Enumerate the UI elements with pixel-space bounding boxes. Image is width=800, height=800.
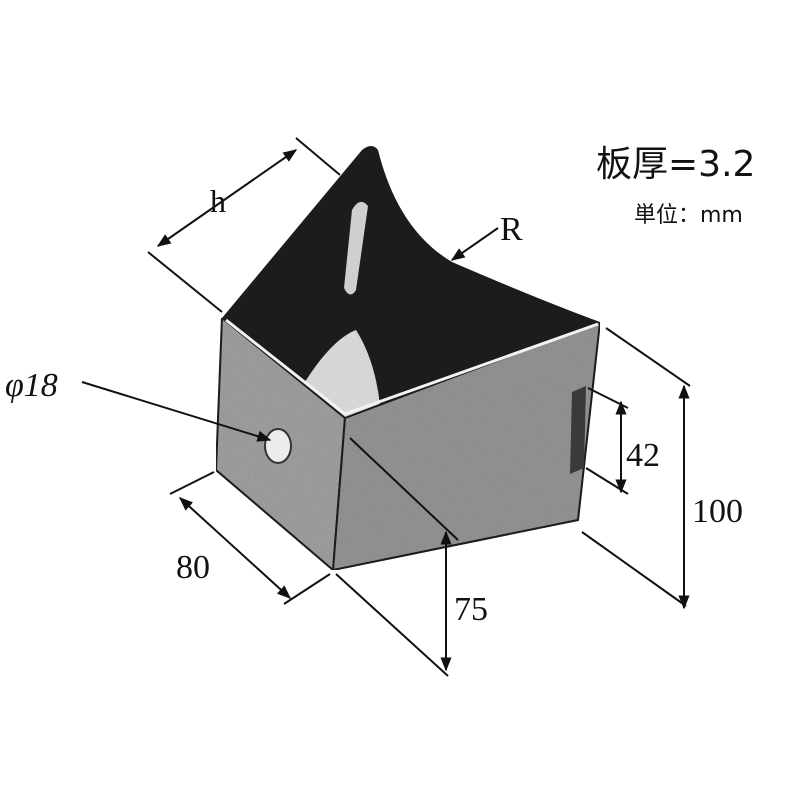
right-slot (570, 386, 586, 474)
label-hole: φ18 (5, 367, 58, 404)
label-h: h (210, 183, 226, 219)
dimension-height: 100 (581, 327, 743, 610)
label-depth: 75 (454, 591, 488, 628)
plate-top-edge (225, 318, 599, 416)
inner-gusset (222, 146, 600, 418)
dimension-slot: 42 (585, 387, 660, 495)
thickness-label: 板厚=3.2 (596, 144, 755, 185)
gusset-slot (344, 201, 368, 295)
dimension-r: R (450, 211, 523, 261)
dimension-depth: 75 (335, 437, 488, 677)
dimension-h: h (147, 137, 341, 313)
bracket-part (214, 146, 602, 573)
hole (264, 428, 292, 464)
unit-label: 単位：mm (634, 203, 743, 228)
label-r: R (500, 211, 523, 248)
label-width: 80 (176, 549, 210, 586)
dimension-width: 80 (169, 471, 331, 605)
label-slot: 42 (626, 437, 660, 474)
dimension-hole: φ18 (5, 367, 272, 442)
label-height: 100 (692, 493, 743, 530)
